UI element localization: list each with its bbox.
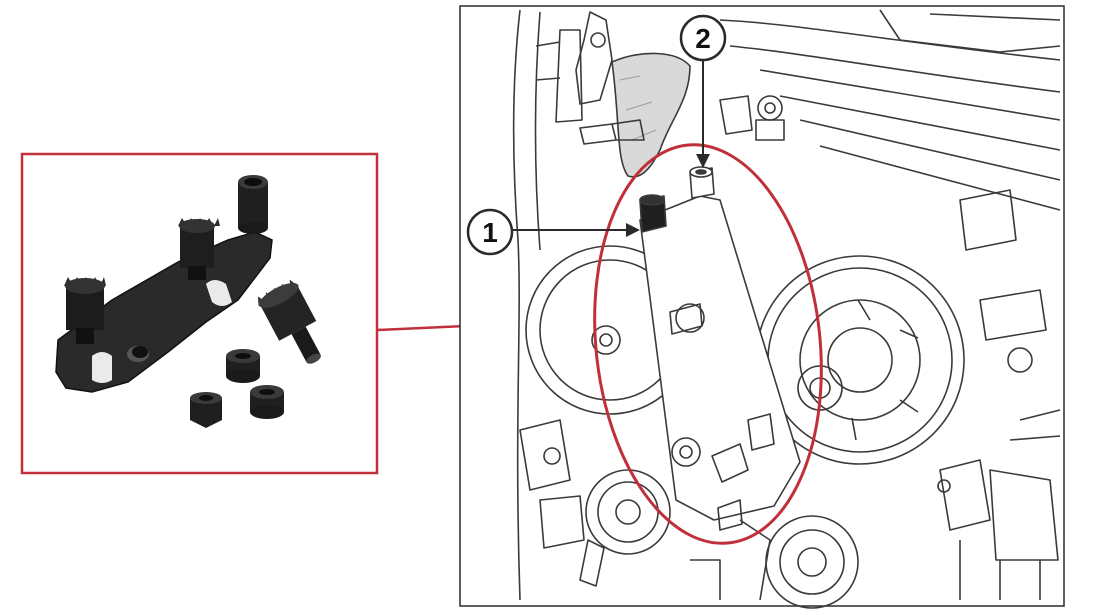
highlight-ellipse xyxy=(593,143,823,545)
callout-2: 2 xyxy=(679,14,727,168)
spacer-ring xyxy=(226,349,260,383)
engine-drawing-frame xyxy=(459,5,1065,607)
tool-kit-inset xyxy=(20,152,379,475)
engine-timing-drawing-icon xyxy=(512,9,1061,609)
toothed-pin-left xyxy=(64,277,106,344)
pin-2 xyxy=(689,166,715,199)
callout-2-label: 2 xyxy=(695,23,711,54)
callout-2-arrowhead xyxy=(696,154,710,168)
pin-1 xyxy=(639,194,667,233)
hex-nut xyxy=(190,392,222,428)
toothed-pin-upper xyxy=(178,218,220,280)
callout-1-circle xyxy=(466,208,514,256)
spacer-ring xyxy=(250,385,284,419)
engine-drawing-panel: 1 2 xyxy=(459,5,1065,609)
stippled-pipe xyxy=(611,52,691,178)
plate-slot-upper xyxy=(206,280,232,306)
engine-locking-tool-kit-icon xyxy=(55,175,321,428)
callout-1-arrowhead xyxy=(626,223,640,237)
plate-hole xyxy=(132,346,148,358)
plate-slot-lower xyxy=(92,352,112,383)
tensioner-pulley xyxy=(585,469,671,555)
loose-gear-pin xyxy=(257,279,321,364)
sleeve-post xyxy=(238,175,268,234)
callout-1-label: 1 xyxy=(482,217,498,248)
callout-1: 1 xyxy=(466,208,640,256)
